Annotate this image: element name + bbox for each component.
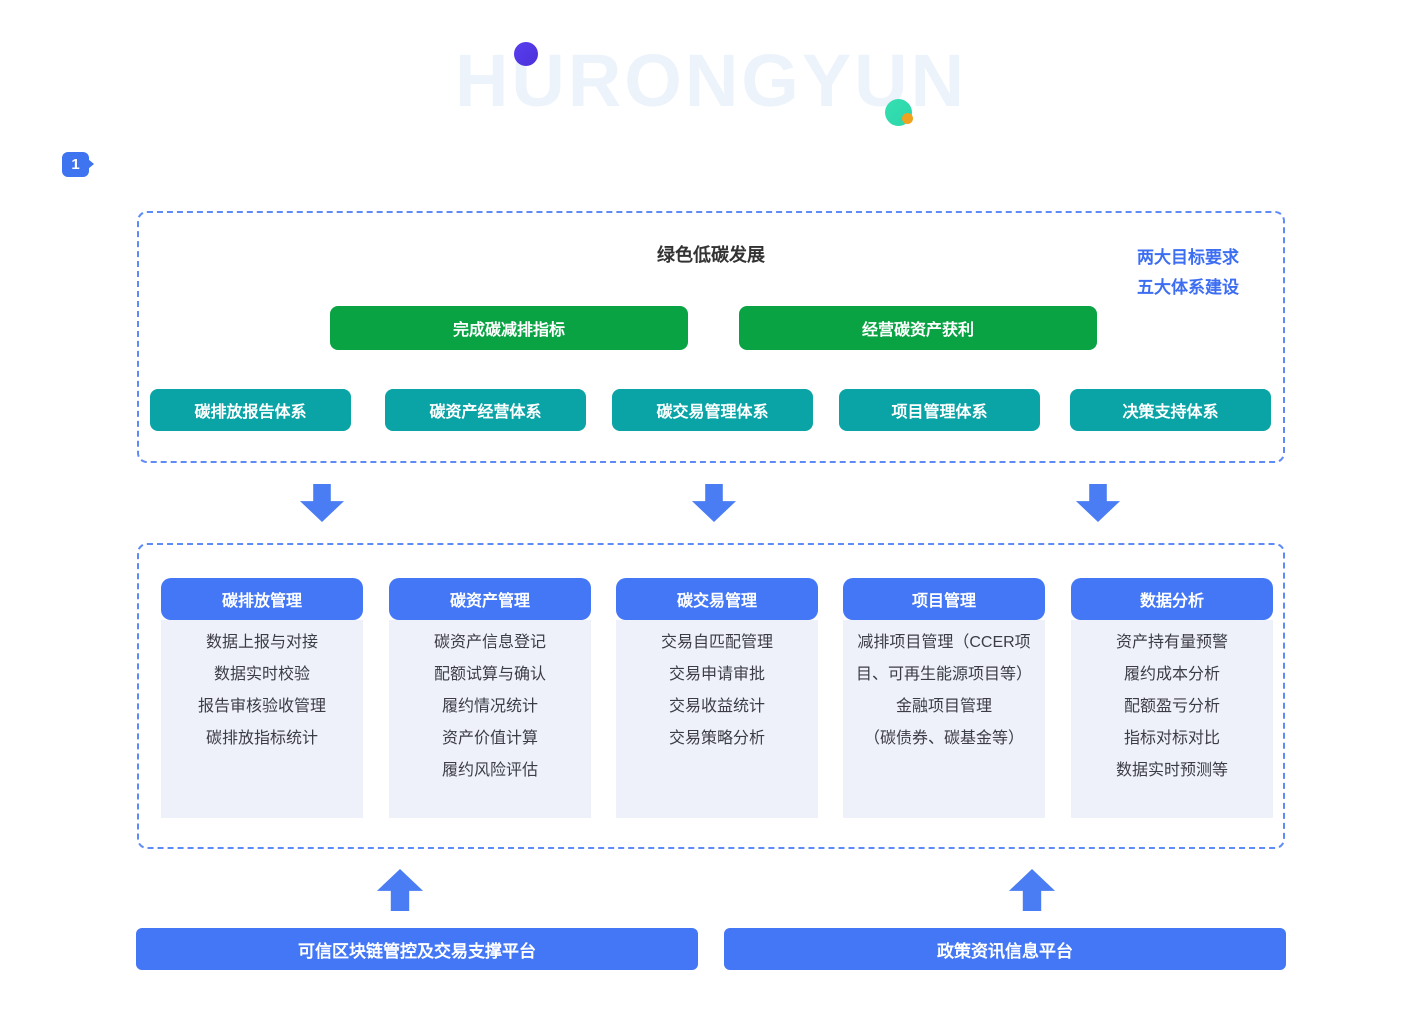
module-item-list: 碳资产信息登记 配额试算与确认 履约情况统计 资产价值计算 履约风险评估 bbox=[389, 620, 591, 818]
module-title: 碳资产管理 bbox=[389, 578, 591, 620]
module-item: 履约风险评估 bbox=[441, 762, 538, 779]
goal-box-asset-profit: 经营碳资产获利 bbox=[739, 306, 1097, 350]
module-title: 碳排放管理 bbox=[161, 578, 363, 620]
watermark-logo-text: HURONGYUN bbox=[454, 39, 968, 122]
module-item: 碳资产信息登记 bbox=[433, 634, 546, 651]
module-item: 报告审核验收管理 bbox=[197, 698, 326, 715]
module-item-list: 资产持有量预警 履约成本分析 配额盈亏分析 指标对标对比 数据实时预测等 bbox=[1071, 620, 1273, 818]
logo-dot-purple-icon bbox=[514, 42, 538, 66]
module-item: 数据上报与对接 bbox=[205, 634, 318, 651]
goal-box-emission-target: 完成碳减排指标 bbox=[330, 306, 688, 350]
module-item: 交易自匹配管理 bbox=[660, 634, 773, 651]
platform-bar-blockchain: 可信区块链管控及交易支撑平台 bbox=[136, 928, 698, 970]
module-item: 配额盈亏分析 bbox=[1123, 698, 1220, 715]
side-note: 两大目标要求 五大体系建设 bbox=[1123, 243, 1253, 303]
module-item: 履约情况统计 bbox=[441, 698, 538, 715]
module-item: 交易策略分析 bbox=[668, 730, 765, 747]
module-item: 交易申请审批 bbox=[668, 666, 765, 683]
module-item: 金融项目管理 bbox=[895, 698, 992, 715]
module-card-trade-management: 碳交易管理 交易自匹配管理 交易申请审批 交易收益统计 交易策略分析 bbox=[616, 578, 818, 818]
module-item: （碳债券、碳基金等） bbox=[863, 730, 1024, 747]
section-number-badge: 1 bbox=[62, 152, 94, 177]
platform-bar-policy-info: 政策资讯信息平台 bbox=[724, 928, 1286, 970]
module-title: 项目管理 bbox=[843, 578, 1045, 620]
system-box-project-management: 项目管理体系 bbox=[839, 389, 1040, 431]
module-title: 碳交易管理 bbox=[616, 578, 818, 620]
module-item: 减排项目管理（CCER项目、可再生能源项目等） bbox=[855, 634, 1032, 683]
side-note-line-1: 两大目标要求 bbox=[1137, 248, 1239, 267]
system-box-asset-operation: 碳资产经营体系 bbox=[385, 389, 586, 431]
system-box-emission-report: 碳排放报告体系 bbox=[150, 389, 351, 431]
system-box-trade-management: 碳交易管理体系 bbox=[612, 389, 813, 431]
module-item: 碳排放指标统计 bbox=[205, 730, 318, 747]
modules-panel: 碳排放管理 数据上报与对接 数据实时校验 报告审核验收管理 碳排放指标统计 碳资… bbox=[137, 543, 1285, 849]
module-item: 交易收益统计 bbox=[668, 698, 765, 715]
module-card-project-management: 项目管理 减排项目管理（CCER项目、可再生能源项目等） 金融项目管理 （碳债券… bbox=[843, 578, 1045, 818]
goals-systems-panel: 绿色低碳发展 两大目标要求 五大体系建设 完成碳减排指标 经营碳资产获利 碳排放… bbox=[137, 211, 1285, 463]
module-item: 数据实时校验 bbox=[213, 666, 310, 683]
module-card-emission-management: 碳排放管理 数据上报与对接 数据实时校验 报告审核验收管理 碳排放指标统计 bbox=[161, 578, 363, 818]
side-note-line-2: 五大体系建设 bbox=[1137, 278, 1239, 297]
module-item-list: 减排项目管理（CCER项目、可再生能源项目等） 金融项目管理 （碳债券、碳基金等… bbox=[843, 620, 1045, 818]
module-item: 资产价值计算 bbox=[441, 730, 538, 747]
up-arrow-icon bbox=[377, 869, 423, 911]
module-item: 指标对标对比 bbox=[1123, 730, 1220, 747]
logo-dot-orange-icon bbox=[902, 113, 913, 124]
module-item-list: 交易自匹配管理 交易申请审批 交易收益统计 交易策略分析 bbox=[616, 620, 818, 818]
module-card-asset-management: 碳资产管理 碳资产信息登记 配额试算与确认 履约情况统计 资产价值计算 履约风险… bbox=[389, 578, 591, 818]
module-item: 资产持有量预警 bbox=[1115, 634, 1228, 651]
module-item: 配额试算与确认 bbox=[433, 666, 546, 683]
module-title: 数据分析 bbox=[1071, 578, 1273, 620]
module-card-data-analysis: 数据分析 资产持有量预警 履约成本分析 配额盈亏分析 指标对标对比 数据实时预测… bbox=[1071, 578, 1273, 818]
down-arrow-icon bbox=[1076, 484, 1120, 522]
down-arrow-icon bbox=[692, 484, 736, 522]
panel-title: 绿色低碳发展 bbox=[657, 245, 765, 265]
module-item: 数据实时预测等 bbox=[1115, 762, 1228, 779]
down-arrow-icon bbox=[300, 484, 344, 522]
module-item: 履约成本分析 bbox=[1123, 666, 1220, 683]
system-box-decision-support: 决策支持体系 bbox=[1070, 389, 1271, 431]
module-item-list: 数据上报与对接 数据实时校验 报告审核验收管理 碳排放指标统计 bbox=[161, 620, 363, 818]
up-arrow-icon bbox=[1009, 869, 1055, 911]
